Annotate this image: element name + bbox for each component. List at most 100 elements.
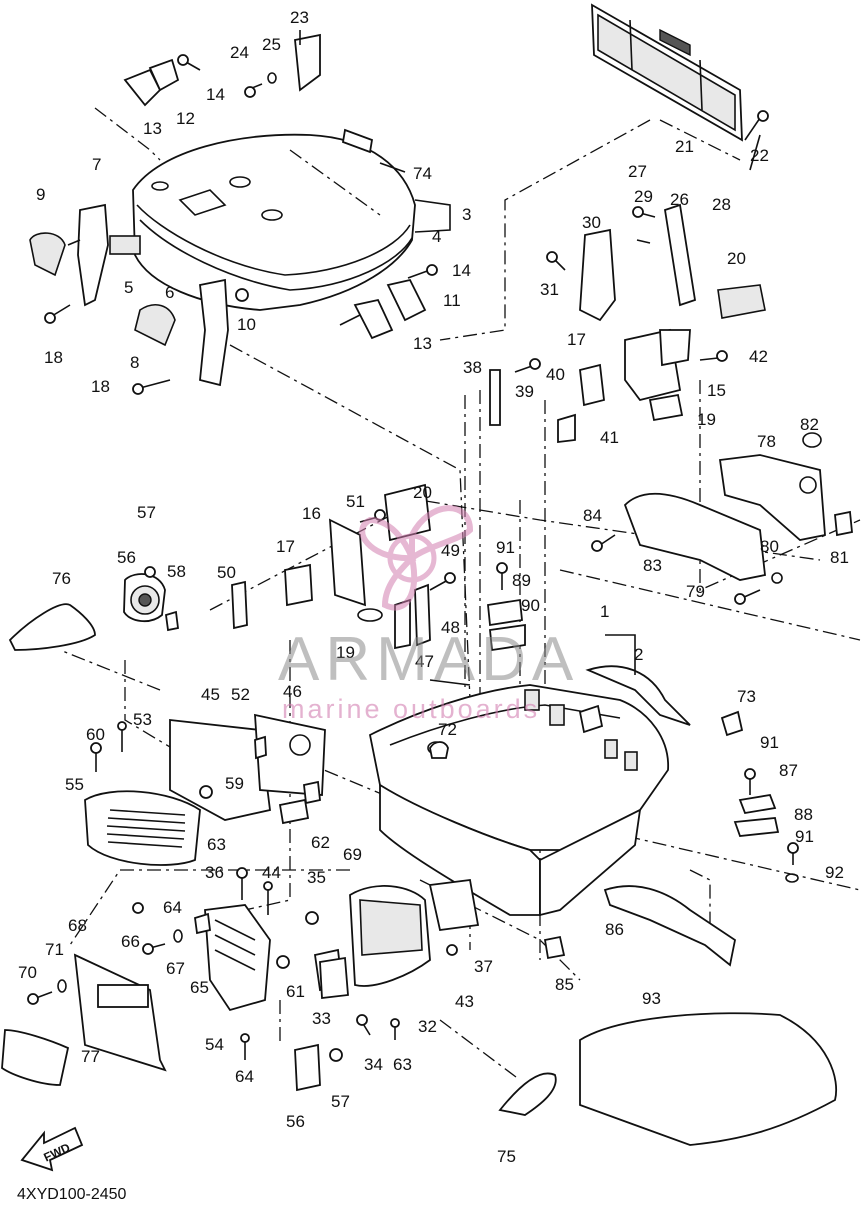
part-label: 19 bbox=[336, 643, 355, 662]
trunk-lid-assembly bbox=[132, 133, 416, 311]
part-label: 92 bbox=[825, 863, 844, 882]
part-label: 15 bbox=[707, 381, 726, 400]
part-label: 88 bbox=[794, 805, 813, 824]
part-label: 45 bbox=[201, 685, 220, 704]
drawing-code: 4XYD100-2450 bbox=[17, 1186, 127, 1203]
part-label: 47 bbox=[415, 652, 434, 671]
part-label: 68 bbox=[68, 916, 87, 935]
part-label: 63 bbox=[207, 835, 226, 854]
part-label: 91 bbox=[760, 733, 779, 752]
part-label: 16 bbox=[302, 504, 321, 523]
watermark-brand: ARMADA bbox=[278, 625, 579, 694]
part-label: 64 bbox=[163, 898, 182, 917]
part-label: 32 bbox=[418, 1017, 437, 1036]
part-label: 38 bbox=[463, 358, 482, 377]
watermark-tagline: marine outboards bbox=[282, 694, 540, 724]
propeller-logo bbox=[359, 505, 474, 611]
part-label: 18 bbox=[44, 348, 63, 367]
part-label: 20 bbox=[413, 483, 432, 502]
corner-guards bbox=[1, 603, 557, 1116]
part-label: 3 bbox=[462, 205, 471, 224]
part-label: 73 bbox=[737, 687, 756, 706]
part-label: 54 bbox=[205, 1035, 224, 1054]
part-label: 10 bbox=[237, 315, 256, 334]
grille-plate bbox=[591, 3, 743, 142]
part-label: 62 bbox=[311, 833, 330, 852]
part-label: 57 bbox=[137, 503, 156, 522]
part-label: 7 bbox=[92, 155, 101, 174]
part-label: 28 bbox=[712, 195, 731, 214]
part-label: 41 bbox=[600, 428, 619, 447]
part-label: 74 bbox=[413, 164, 432, 183]
part-number-labels: 1 2 3 4 5 6 7 8 9 10 11 12 13 13 14 14 1… bbox=[18, 8, 849, 1166]
part-label: 37 bbox=[474, 957, 493, 976]
part-label: 52 bbox=[231, 685, 250, 704]
part-label: 91 bbox=[496, 538, 515, 557]
part-label: 49 bbox=[441, 541, 460, 560]
part-label: 14 bbox=[206, 85, 225, 104]
part-label: 8 bbox=[130, 353, 139, 372]
part-label: 22 bbox=[750, 146, 769, 165]
trunk-lid bbox=[132, 133, 416, 311]
part-label: 70 bbox=[18, 963, 37, 982]
part-label: 25 bbox=[262, 35, 281, 54]
right-hinge-parts bbox=[489, 203, 766, 444]
front-grille-cover bbox=[84, 713, 326, 866]
part-label: 13 bbox=[413, 334, 432, 353]
side-rail bbox=[623, 432, 853, 581]
part-label: 59 bbox=[225, 774, 244, 793]
part-label: 48 bbox=[441, 618, 460, 637]
part-label: 86 bbox=[605, 920, 624, 939]
main-case bbox=[368, 665, 691, 917]
part-label: 51 bbox=[346, 492, 365, 511]
part-label: 90 bbox=[521, 596, 540, 615]
left-hinge-brackets bbox=[29, 33, 427, 387]
part-label: 89 bbox=[512, 571, 531, 590]
part-label: 58 bbox=[167, 562, 186, 581]
part-label: 65 bbox=[190, 978, 209, 997]
part-label: 84 bbox=[583, 506, 602, 525]
part-label: 5 bbox=[124, 278, 133, 297]
part-label: 56 bbox=[117, 548, 136, 567]
part-label: 83 bbox=[643, 556, 662, 575]
part-label: 87 bbox=[779, 761, 798, 780]
part-label: 31 bbox=[540, 280, 559, 299]
part-label: 4 bbox=[432, 227, 441, 246]
part-label: 40 bbox=[546, 365, 565, 384]
part-label: 12 bbox=[176, 109, 195, 128]
part-label: 13 bbox=[143, 119, 162, 138]
part-label: 20 bbox=[727, 249, 746, 268]
part-label: 56 bbox=[286, 1112, 305, 1131]
part-label: 19 bbox=[697, 410, 716, 429]
part-label: 69 bbox=[343, 845, 362, 864]
part-label: 36 bbox=[205, 863, 224, 882]
part-label: 66 bbox=[121, 932, 140, 951]
part-label: 85 bbox=[555, 975, 574, 994]
label-leaders bbox=[67, 30, 761, 686]
part-label: 78 bbox=[757, 432, 776, 451]
part-label: 17 bbox=[276, 537, 295, 556]
part-label: 63 bbox=[393, 1055, 412, 1074]
part-label: 61 bbox=[286, 982, 305, 1001]
part-label: 43 bbox=[455, 992, 474, 1011]
part-label: 93 bbox=[642, 989, 661, 1008]
part-label: 26 bbox=[670, 190, 689, 209]
part-label: 79 bbox=[686, 582, 705, 601]
part-label: 77 bbox=[81, 1047, 100, 1066]
part-label: 2 bbox=[634, 645, 643, 664]
part-label: 67 bbox=[166, 959, 185, 978]
part-label: 9 bbox=[36, 185, 45, 204]
speaker-unit bbox=[123, 573, 321, 1092]
part-label: 6 bbox=[165, 283, 174, 302]
part-label: 24 bbox=[230, 43, 249, 62]
part-label: 75 bbox=[497, 1147, 516, 1166]
part-label: 60 bbox=[86, 725, 105, 744]
part-label: 11 bbox=[443, 291, 461, 310]
part-label: 39 bbox=[515, 382, 534, 401]
part-label: 81 bbox=[830, 548, 849, 567]
part-label: 30 bbox=[582, 213, 601, 232]
lower-covers bbox=[73, 879, 837, 1146]
part-label: 80 bbox=[760, 537, 779, 556]
part-label: 27 bbox=[628, 162, 647, 181]
